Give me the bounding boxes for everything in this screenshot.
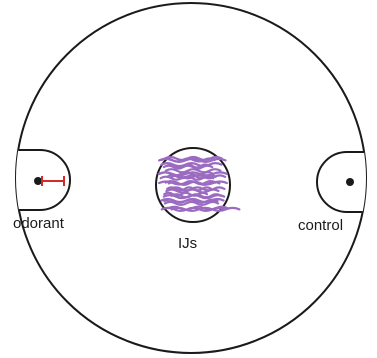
control-spot-icon [346, 178, 354, 186]
scale-bar-icon [41, 176, 65, 186]
worm-cluster-icon [157, 155, 241, 212]
worm-stroke [164, 168, 222, 174]
ijs-label: IJs [178, 235, 197, 252]
control-label: control [298, 217, 343, 234]
worm-stroke [163, 200, 220, 206]
worm-stroke [170, 174, 227, 180]
odorant-spot-icon [34, 177, 42, 185]
worm-stroke [158, 180, 228, 186]
worm-stroke [167, 205, 229, 211]
worm-stroke [169, 186, 226, 192]
worm-stroke [166, 186, 213, 192]
worm-stroke [170, 193, 223, 199]
worm-stroke [158, 157, 227, 163]
worm-stroke [160, 162, 223, 168]
worm-stroke [158, 171, 215, 177]
odorant-label: odorant [13, 215, 65, 232]
worm-stroke [160, 197, 225, 204]
